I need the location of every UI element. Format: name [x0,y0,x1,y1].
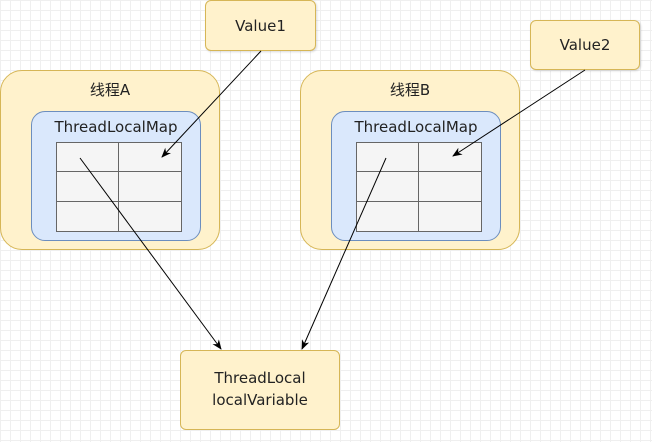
thread-a-map-table [56,142,182,232]
table-cell [419,172,481,202]
thread-a-container: 线程A ThreadLocalMap [0,70,220,250]
threadlocal-line1: ThreadLocal [214,369,306,388]
table-cell [119,143,181,173]
table-cell [419,143,481,173]
thread-b-title: 线程B [389,81,431,99]
thread-a-threadlocalmap: ThreadLocalMap [31,111,201,241]
table-cell [357,143,419,173]
table-cell [357,201,419,231]
table-cell [57,201,119,231]
table-cell [57,172,119,202]
table-cell [357,172,419,202]
thread-b-threadlocalmap: ThreadLocalMap [331,111,501,241]
value1-box: Value1 [205,0,316,51]
table-cell [119,202,181,231]
table-cell [419,202,481,231]
value1-label: Value1 [235,16,286,35]
value2-label: Value2 [559,36,611,54]
thread-a-title: 线程A [89,81,131,99]
threadlocal-line2: localVariable [212,391,308,409]
value2-box: Value2 [530,20,640,70]
threadlocal-box: ThreadLocal localVariable [180,350,340,430]
thread-b-container: 线程B ThreadLocalMap [300,70,520,250]
thread-b-map-table [356,142,482,232]
thread-a-map-title: ThreadLocalMap [54,118,178,136]
table-cell [119,172,181,202]
table-cell [57,143,119,173]
thread-b-map-title: ThreadLocalMap [354,118,478,136]
